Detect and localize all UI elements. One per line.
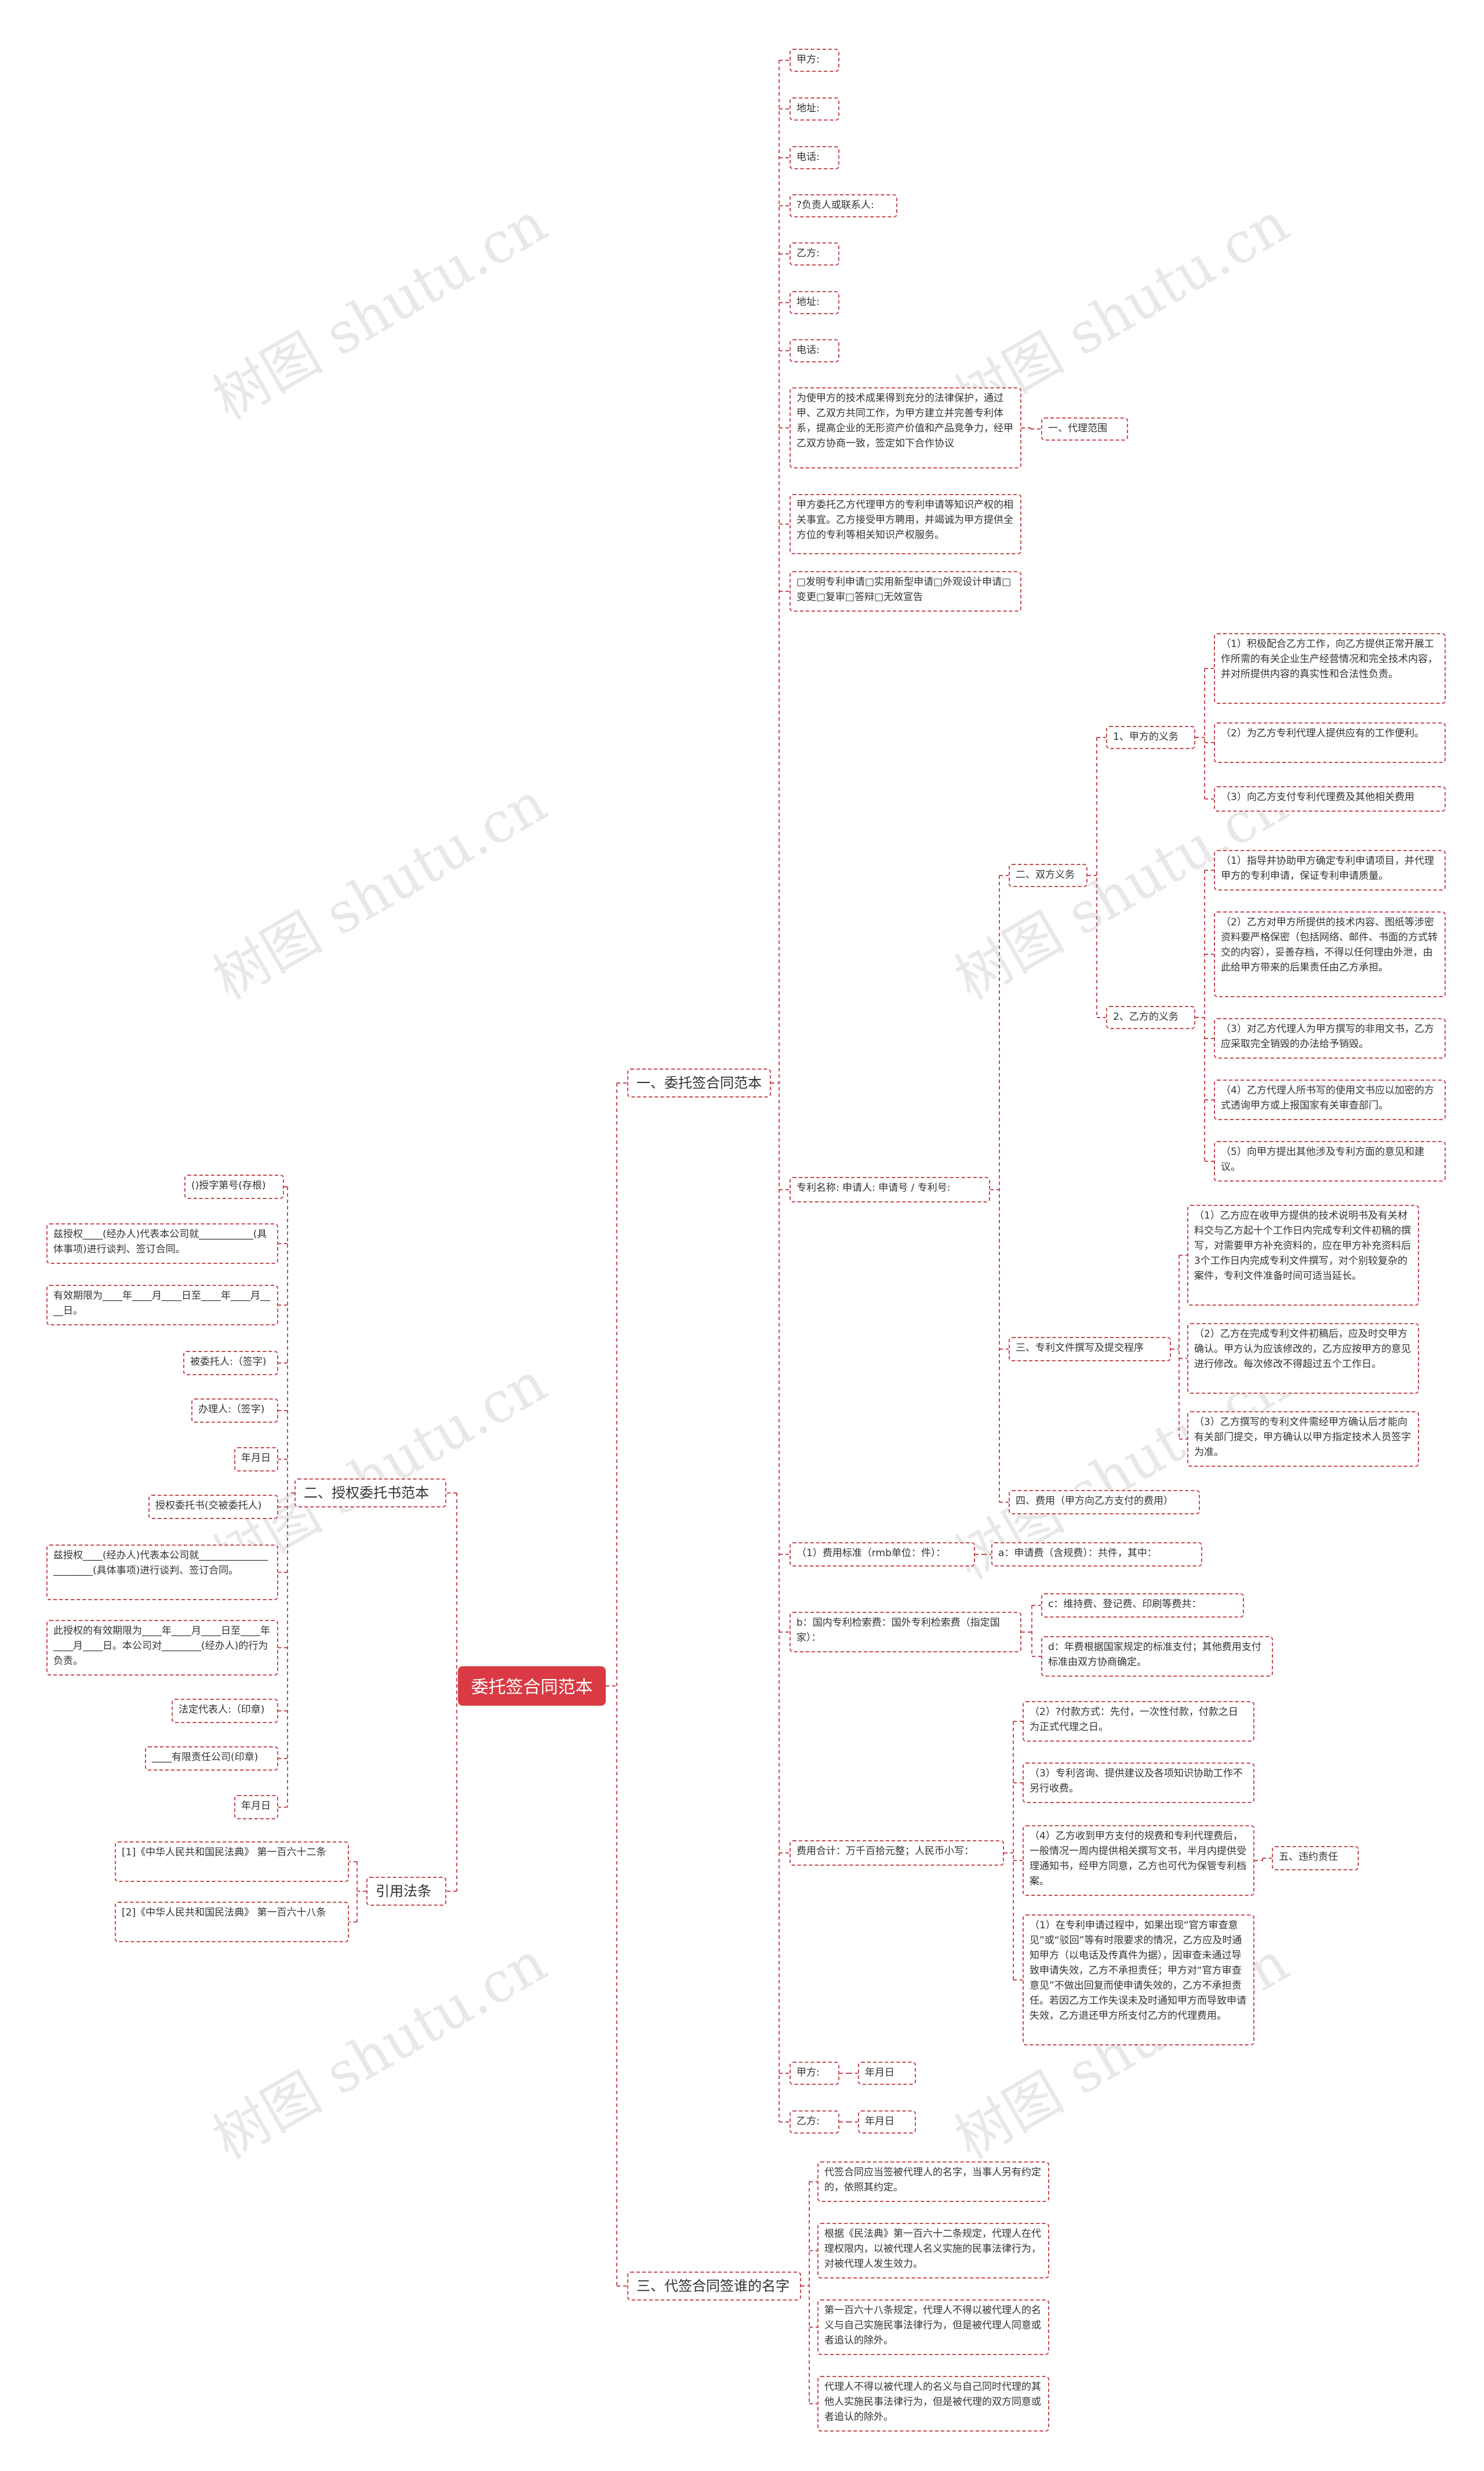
node-duties[interactable]: 二、双方义务: [1009, 864, 1087, 887]
leaf-party-b-duty[interactable]: （3）对乙方代理人为甲方撰写的非用文书，乙方应采取完全销毁的办法给予销毁。: [1214, 1018, 1446, 1059]
node-fee-b[interactable]: b：国内专利检索费：国外专利检索费（指定国家）：: [790, 1612, 1021, 1652]
leaf-sign-date[interactable]: 年月日: [858, 2062, 916, 2085]
leaf-fee-d[interactable]: d：年费根据国家规定的标准支付；其他费用支付标准由双方协商确定。: [1041, 1636, 1273, 1677]
node-sign-party-a[interactable]: 甲方:: [790, 2062, 839, 2085]
leaf-sign-date[interactable]: 年月日: [858, 2110, 916, 2134]
branch-cited-law[interactable]: 引用法条: [366, 1877, 446, 1906]
leaf-auth[interactable]: 年月日: [234, 1447, 278, 1471]
leaf-auth[interactable]: ()授字第号(存根): [184, 1175, 284, 1199]
node-fee-standard[interactable]: （1）费用标准（rmb单位：件）：: [790, 1542, 975, 1567]
leaf-who-signs[interactable]: 代签合同应当签被代理人的名字，当事人另有约定的，依照其约定。: [817, 2161, 1049, 2202]
leaf-auth[interactable]: 兹授权____(经办人)代表本公司就______________________…: [46, 1545, 278, 1600]
leaf-scope-label[interactable]: 一、代理范围: [1041, 417, 1128, 441]
node-writing-procedure[interactable]: 三、专利文件撰写及提交程序: [1009, 1337, 1171, 1361]
leaf-scope-text[interactable]: 为使甲方的技术成果得到充分的法律保护，通过甲、乙双方共同工作，为甲方建立并完善专…: [790, 387, 1021, 468]
branch-authorization-template[interactable]: 二、授权委托书范本: [294, 1478, 446, 1507]
leaf-party-a[interactable]: 甲方:: [790, 49, 839, 72]
node-sign-party-b[interactable]: 乙方:: [790, 2110, 839, 2134]
leaf-auth[interactable]: 此授权的有效期限为____年____月____日至____年____月____日…: [46, 1620, 278, 1676]
leaf-fee-item[interactable]: （2）?付款方式：先付，一次性付款，付款之日为正式代理之日。: [1023, 1701, 1254, 1742]
leaf-party-b-phone[interactable]: 电话:: [790, 339, 839, 362]
leaf-party-b-duty[interactable]: （1）指导并协助甲方确定专利申请项目，并代理甲方的专利申请，保证专利申请质量。: [1214, 850, 1446, 891]
leaf-law[interactable]: [2]《中华人民共和国民法典》 第一百六十八条: [115, 1902, 349, 1942]
leaf-fee-item[interactable]: （3）专利咨询、提供建议及各项知识协助工作不另行收费。: [1023, 1763, 1254, 1803]
leaf-patent-types[interactable]: □发明专利申请□实用新型申请□外观设计申请□变更□复审□答辩□无效宣告: [790, 571, 1021, 612]
leaf-auth[interactable]: 被委托人:（签字): [183, 1351, 278, 1375]
leaf-fee-c[interactable]: c：维持费、登记费、印刷等费共：: [1041, 1593, 1244, 1618]
leaf-auth[interactable]: ____有限责任公司(印章): [145, 1746, 278, 1771]
leaf-law[interactable]: [1]《中华人民共和国民法典》 第一百六十二条: [115, 1841, 349, 1882]
leaf-who-signs[interactable]: 代理人不得以被代理人的名义与自己同时代理的其他人实施民事法律行为，但是被代理的双…: [817, 2376, 1049, 2432]
leaf-party-b-duty[interactable]: （4）乙方代理人所书写的使用文书应以加密的方式透询甲方或上报国家有关审查部门。: [1214, 1080, 1446, 1120]
leaf-auth[interactable]: 有效期限为____年____月____日至____年____月____日。: [46, 1285, 278, 1325]
node-fees[interactable]: 四、费用（甲方向乙方支付的费用）: [1009, 1490, 1200, 1514]
leaf-party-a-duty[interactable]: （2）为乙方专利代理人提供应有的工作便利。: [1214, 722, 1446, 763]
leaf-fee-a[interactable]: a：申请费（含规费）：共件，其中：: [991, 1542, 1202, 1567]
leaf-auth[interactable]: 法定代表人:（印章): [172, 1699, 278, 1723]
leaf-writing-step[interactable]: （3）乙方撰写的专利文件需经甲方确认后才能向有关部门提交，甲方确认以甲方指定技术…: [1187, 1411, 1419, 1467]
leaf-writing-step[interactable]: （2）乙方在完成专利文件初稿后，应及时交甲方确认。甲方认为应该修改的，乙方应按甲…: [1187, 1323, 1419, 1394]
leaf-fee-item[interactable]: （1）在专利申请过程中，如果出现“官方审查意见”或“驳回”等有时限要求的情况，乙…: [1023, 1914, 1254, 2045]
leaf-auth[interactable]: 办理人:（签字): [191, 1398, 278, 1423]
leaf-entrust[interactable]: 甲方委托乙方代理甲方的专利申请等知识产权的相关事宜。乙方接受甲方聘用，并竭诚为甲…: [790, 494, 1021, 554]
node-patent-name[interactable]: 专利名称: 申请人: 申请号 / 专利号:: [790, 1177, 990, 1202]
leaf-party-a-contact[interactable]: ?负责人或联系人:: [790, 194, 897, 217]
leaf-party-b[interactable]: 乙方:: [790, 242, 839, 266]
leaf-party-b-duty[interactable]: （5）向甲方提出其他涉及专利方面的意见和建议。: [1214, 1141, 1446, 1182]
leaf-party-a-phone[interactable]: 电话:: [790, 146, 839, 169]
leaf-auth[interactable]: 年月日: [234, 1795, 278, 1819]
leaf-party-a-duty[interactable]: （1）积极配合乙方工作，向乙方提供正常开展工作所需的有关企业生产经营情况和完全技…: [1214, 633, 1446, 704]
leaf-fee-item[interactable]: （4）乙方收到甲方支付的规费和专利代理费后，一般情况一周内提供相关撰写文书，半月…: [1023, 1825, 1254, 1896]
leaf-party-b-address[interactable]: 地址:: [790, 291, 839, 314]
leaf-party-a-address[interactable]: 地址:: [790, 97, 839, 121]
leaf-auth[interactable]: 兹授权____(经办人)代表本公司就___________(具体事项)进行谈判、…: [46, 1223, 278, 1264]
leaf-breach-liability[interactable]: 五、违约责任: [1272, 1846, 1359, 1870]
branch-contract-template[interactable]: 一、委托签合同范本: [627, 1069, 771, 1098]
node-party-a-duties[interactable]: 1、甲方的义务: [1106, 726, 1195, 749]
root-node[interactable]: 委托签合同范本: [458, 1666, 606, 1706]
leaf-who-signs[interactable]: 第一百六十八条规定，代理人不得以被代理人的名义与自己实施民事法律行为，但是被代理…: [817, 2299, 1049, 2355]
leaf-party-a-duty[interactable]: （3）向乙方支付专利代理费及其他相关费用: [1214, 786, 1446, 812]
leaf-auth[interactable]: 授权委托书(交被委托人): [148, 1495, 278, 1519]
node-party-b-duties[interactable]: 2、乙方的义务: [1106, 1006, 1195, 1029]
leaf-writing-step[interactable]: （1）乙方应在收甲方提供的技术说明书及有关材料交与乙方起十个工作日内完成专利文件…: [1187, 1205, 1419, 1306]
branch-who-signs[interactable]: 三、代签合同签谁的名字: [627, 2272, 801, 2301]
leaf-who-signs[interactable]: 根据《民法典》第一百六十二条规定，代理人在代理权限内，以被代理人名义实施的民事法…: [817, 2223, 1049, 2279]
leaf-party-b-duty[interactable]: （2）乙方对甲方所提供的技术内容、图纸等涉密资料要严格保密（包括网络、邮件、书面…: [1214, 911, 1446, 997]
node-fee-total[interactable]: 费用合计：万千百拾元整；人民币小写：: [790, 1840, 1004, 1866]
